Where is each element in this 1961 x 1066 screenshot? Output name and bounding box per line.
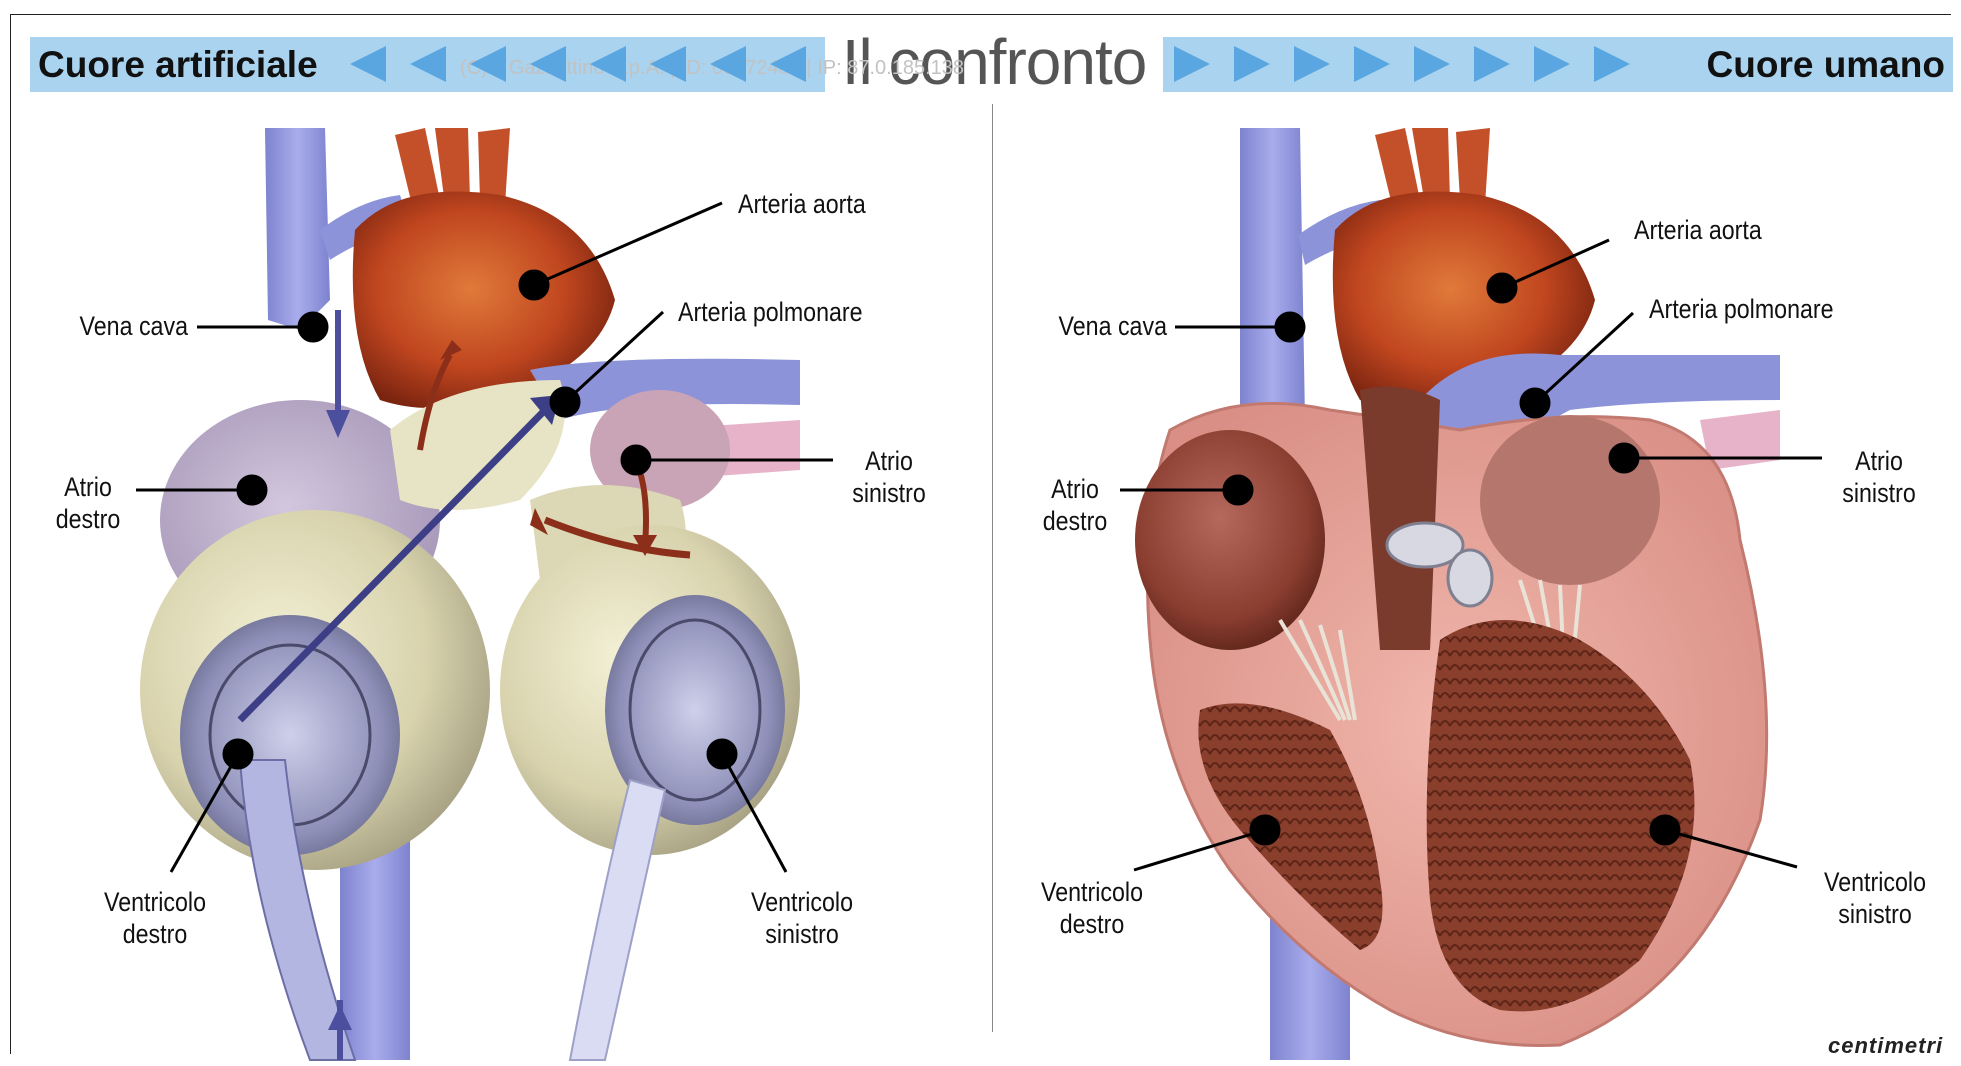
label-atrio-destro-left: Atrio destro xyxy=(43,471,132,535)
label-arteria-polmonare-right: Arteria polmonare xyxy=(1649,293,1834,325)
brand-logo: centimetri xyxy=(1828,1033,1943,1059)
label-vena-cava-left: Vena cava xyxy=(52,310,188,342)
artificial-heart-illustration xyxy=(140,128,800,1060)
label-vena-cava-right: Vena cava xyxy=(1032,310,1167,342)
label-ventricolo-sinistro-right: Ventricolo sinistro xyxy=(1811,866,1940,930)
label-arteria-polmonare-left: Arteria polmonare xyxy=(678,296,863,328)
label-atrio-destro-right: Atrio destro xyxy=(1030,473,1119,537)
label-ventricolo-sinistro-left: Ventricolo sinistro xyxy=(738,886,867,950)
human-heart-illustration xyxy=(1135,128,1780,1060)
label-arteria-aorta-right: Arteria aorta xyxy=(1634,214,1762,246)
label-ventricolo-destro-left: Ventricolo destro xyxy=(91,886,220,950)
header-arrows-left xyxy=(350,46,806,82)
header-arrows-right xyxy=(1174,46,1630,82)
label-atrio-sinistro-right: Atrio sinistro xyxy=(1818,445,1940,509)
label-ventricolo-destro-right: Ventricolo destro xyxy=(1028,876,1157,940)
label-arteria-aorta-left: Arteria aorta xyxy=(738,188,866,220)
label-atrio-sinistro-left: Atrio sinistro xyxy=(828,445,950,509)
